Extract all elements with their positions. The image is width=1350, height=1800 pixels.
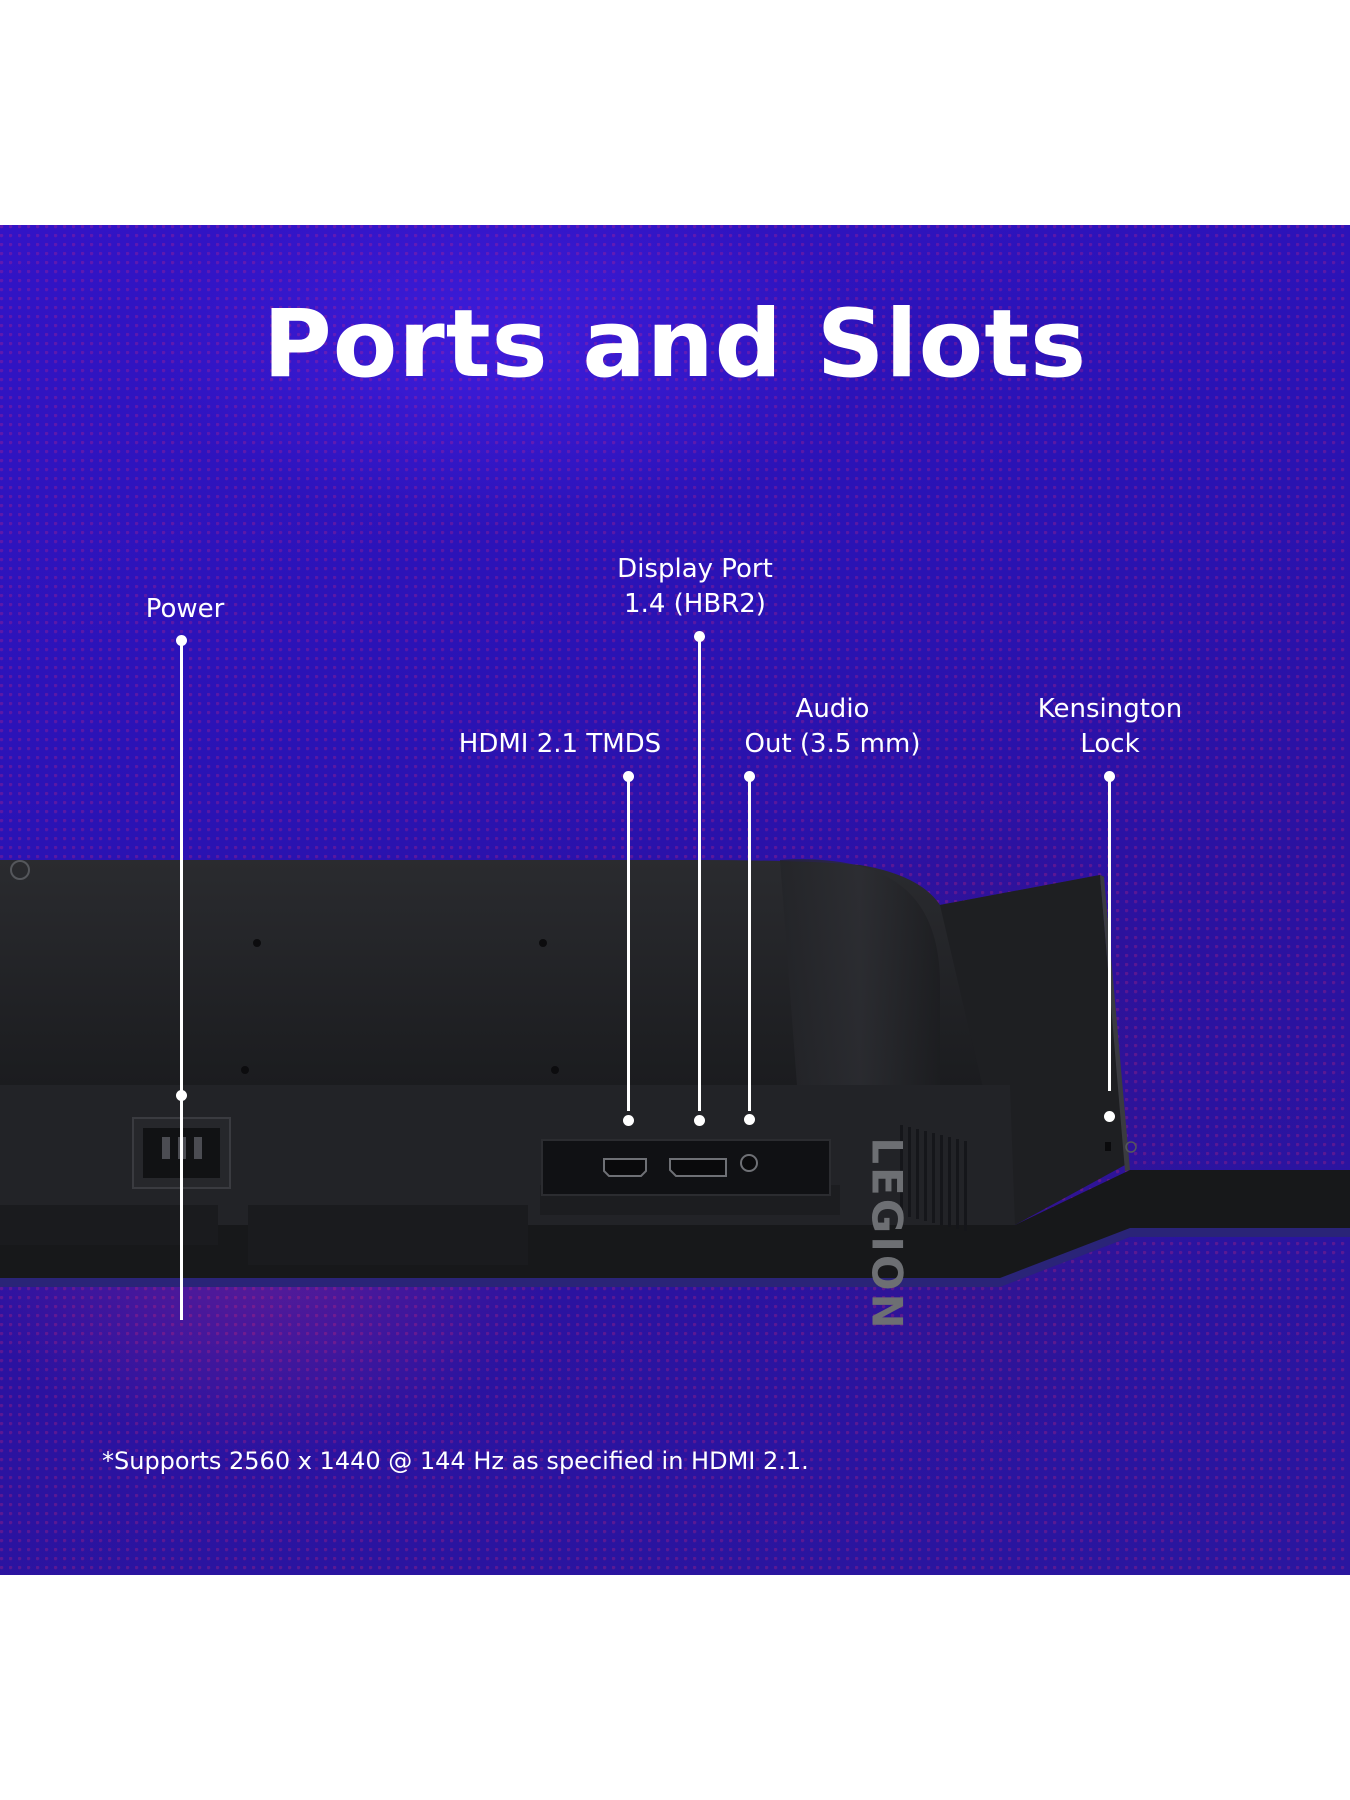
audio-label-line1: Audio: [795, 694, 870, 724]
displayport-callout-dot-bottom: [694, 1115, 705, 1126]
page-title: Ports and Slots: [262, 290, 1088, 399]
legion-logo: LEGION: [862, 1137, 912, 1332]
power-callout-line: [180, 640, 183, 1320]
power-callout-dot-bottom: [176, 1090, 187, 1101]
kensington-label-line1: Kensington: [1037, 694, 1183, 724]
audio-label: Audio Out (3.5 mm): [725, 692, 940, 762]
displayport-label-line1: Display Port: [617, 554, 773, 584]
audio-callout-dot-bottom: [744, 1114, 755, 1125]
kensington-callout-line: [1108, 776, 1111, 1091]
kensington-callout-dot-bottom: [1104, 1111, 1115, 1122]
displayport-label-line2: 1.4 (HBR2): [624, 589, 766, 619]
kensington-label-line2: Lock: [1080, 729, 1140, 759]
ports-panel: Ports and Slots: [0, 225, 1350, 1575]
kensington-label: Kensington Lock: [1015, 692, 1205, 762]
monitor-back-illustration: [0, 859, 1350, 1287]
audio-label-line2: Out (3.5 mm): [744, 729, 921, 759]
audio-callout-line: [748, 776, 751, 1111]
hdmi-callout-dot-bottom: [623, 1115, 634, 1126]
displayport-label: Display Port 1.4 (HBR2): [580, 552, 810, 622]
power-label: Power: [120, 592, 250, 627]
displayport-callout-line: [698, 636, 701, 1111]
hdmi-callout-line: [627, 776, 630, 1111]
footnote: *Supports 2560 x 1440 @ 144 Hz as specif…: [102, 1447, 809, 1475]
hdmi-label: HDMI 2.1 TMDS: [440, 727, 680, 762]
power-label-text: Power: [145, 594, 225, 624]
hdmi-label-text: HDMI 2.1 TMDS: [458, 729, 662, 759]
